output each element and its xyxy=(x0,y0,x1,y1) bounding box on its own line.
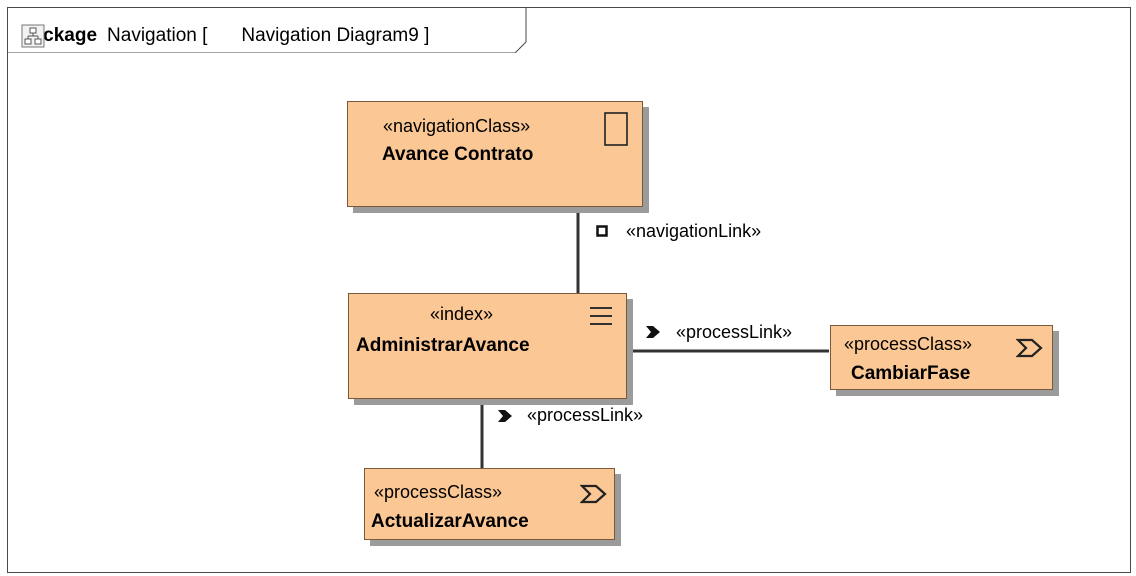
navigation-link-icon xyxy=(596,225,608,237)
node-avance-contrato[interactable]: «navigationClass» Avance Contrato xyxy=(347,101,643,207)
node-stereotype: «processClass» xyxy=(374,482,503,502)
diagram-icon xyxy=(21,24,236,48)
node-administrar-avance[interactable]: «index» AdministrarAvance xyxy=(348,293,627,399)
node-stereotype: «processClass» xyxy=(844,334,973,354)
navigation-link-label: «navigationLink» xyxy=(626,221,762,241)
node-cambiar-fase[interactable]: «processClass» CambiarFase xyxy=(830,325,1053,390)
process-link-icon xyxy=(646,326,660,338)
node-stereotype: «index» xyxy=(430,304,494,324)
process-link-right-label: «processLink» xyxy=(676,322,793,342)
index-menu-icon xyxy=(590,307,612,325)
node-actualizar-avance[interactable]: «processClass» ActualizarAvance xyxy=(364,468,615,540)
navigation-class-icon xyxy=(604,112,628,146)
frame-header-tab: package Navigation [ Navigation Diagram9… xyxy=(7,7,527,53)
process-link-icon xyxy=(498,410,512,422)
node-name: Avance Contrato xyxy=(382,144,534,165)
frame-tab-outline xyxy=(7,7,527,53)
node-name: AdministrarAvance xyxy=(356,335,530,356)
process-chevron-icon xyxy=(1016,338,1043,358)
node-stereotype: «navigationClass» xyxy=(383,116,531,136)
diagram-frame xyxy=(7,7,1131,573)
node-name: CambiarFase xyxy=(851,363,971,384)
process-link-down-label: «processLink» xyxy=(527,405,644,425)
node-name: ActualizarAvance xyxy=(371,511,529,532)
process-chevron-icon xyxy=(580,484,607,504)
package-name: Navigation [ xyxy=(107,25,208,46)
diagram-name: Navigation Diagram9 ] xyxy=(241,25,430,46)
